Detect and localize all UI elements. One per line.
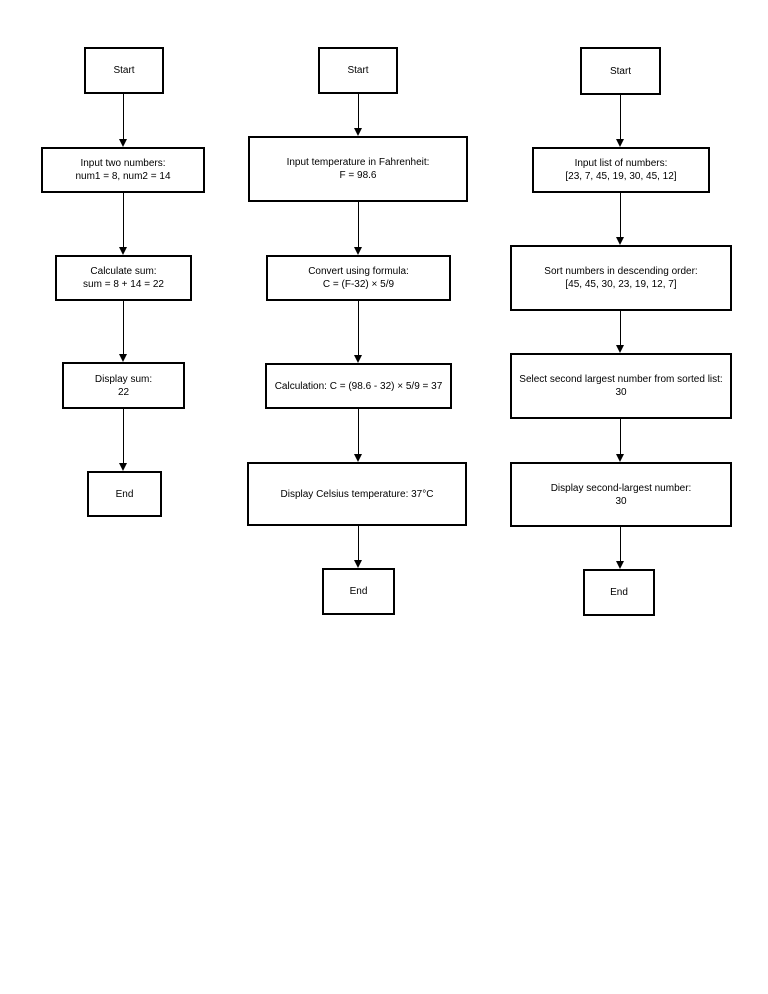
flow-arrow [353,94,364,136]
arrow-head-icon [616,345,624,353]
arrow-line [358,301,359,356]
flow-arrow [615,193,626,245]
node-start: Start [84,47,164,94]
arrow-head-icon [354,454,362,462]
arrow-head-icon [616,561,624,569]
node-sort-descending: Sort numbers in descending order: [45, 4… [510,245,732,311]
arrow-line [620,193,621,238]
flow-arrow [615,311,626,353]
node-input-two-numbers: Input two numbers: num1 = 8, num2 = 14 [41,147,205,193]
node-end: End [583,569,655,616]
arrow-line [358,409,359,455]
arrow-line [123,301,124,355]
flow-arrow [353,202,364,255]
arrow-line [358,94,359,129]
arrow-head-icon [119,463,127,471]
flow-arrow [353,409,364,462]
node-end: End [87,471,162,517]
arrow-line [620,419,621,455]
node-end: End [322,568,395,615]
arrow-head-icon [119,354,127,362]
arrow-line [358,202,359,248]
node-display-second-largest: Display second-largest number: 30 [510,462,732,527]
arrow-head-icon [616,139,624,147]
flow-arrow [118,193,129,255]
arrow-line [123,409,124,464]
flow-arrow [353,526,364,568]
arrow-head-icon [354,247,362,255]
arrow-line [358,526,359,561]
arrow-line [620,527,621,562]
node-display-sum: Display sum: 22 [62,362,185,409]
node-display-celsius: Display Celsius temperature: 37°C [247,462,467,526]
node-start: Start [580,47,661,95]
arrow-head-icon [616,237,624,245]
node-start: Start [318,47,398,94]
arrow-line [123,94,124,140]
flow-arrow [615,95,626,147]
arrow-line [620,311,621,346]
flow-arrow [118,301,129,362]
arrow-head-icon [354,355,362,363]
node-calculation: Calculation: C = (98.6 - 32) × 5/9 = 37 [265,363,452,409]
flow-arrow [615,419,626,462]
node-input-list: Input list of numbers: [23, 7, 45, 19, 3… [532,147,710,193]
node-select-second-largest: Select second largest number from sorted… [510,353,732,419]
node-calculate-sum: Calculate sum: sum = 8 + 14 = 22 [55,255,192,301]
arrow-line [620,95,621,140]
node-input-temperature: Input temperature in Fahrenheit: F = 98.… [248,136,468,202]
node-convert-formula: Convert using formula: C = (F-32) × 5/9 [266,255,451,301]
arrow-line [123,193,124,248]
arrow-head-icon [354,128,362,136]
flow-arrow [615,527,626,569]
arrow-head-icon [354,560,362,568]
flow-arrow [353,301,364,363]
arrow-head-icon [616,454,624,462]
flow-arrow [118,409,129,471]
arrow-head-icon [119,139,127,147]
arrow-head-icon [119,247,127,255]
flow-arrow [118,94,129,147]
